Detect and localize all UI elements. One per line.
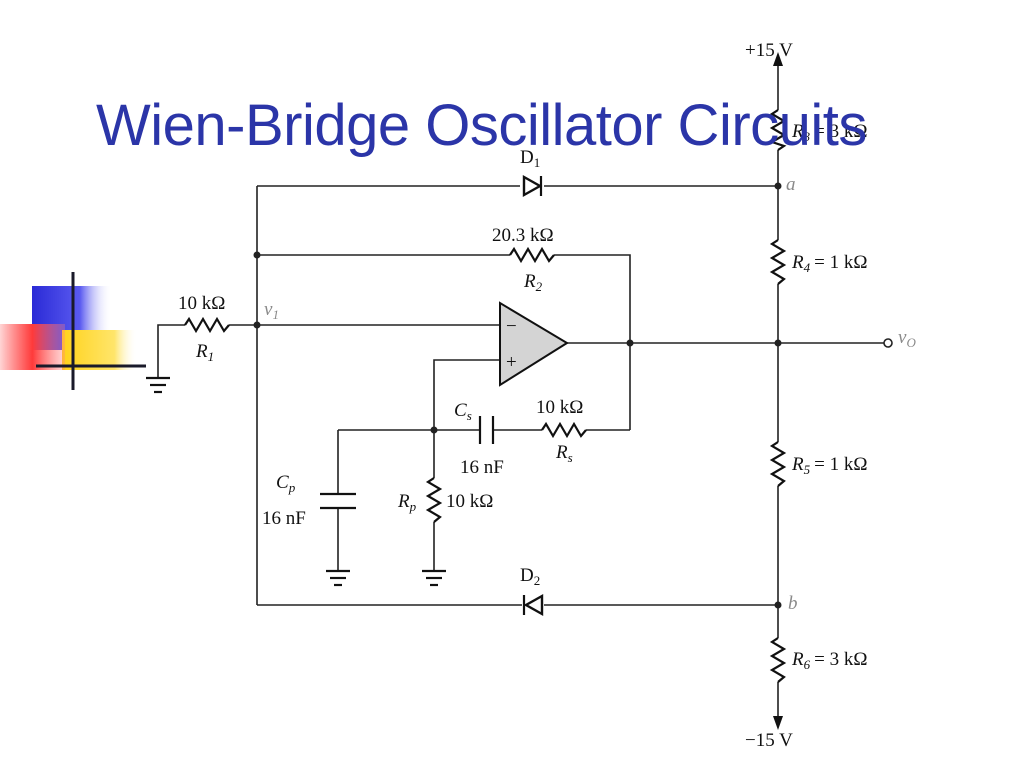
r4-label: R4= 1 kΩ [791, 252, 867, 275]
r3-resistor [769, 109, 787, 151]
r5-label: R5= 1 kΩ [791, 454, 867, 477]
ground-symbol-r1 [146, 376, 170, 394]
cs-capacitor [478, 416, 495, 444]
slide-title: Wien-Bridge Oscillator Circuits [96, 93, 867, 158]
rp-label: Rp [397, 491, 417, 514]
d1-label: D1 [520, 147, 540, 170]
cp-label: Cp [276, 472, 296, 495]
node-v1-label: v1 [264, 299, 279, 322]
rs-resistor [541, 421, 587, 439]
supply-neg-arrow [773, 716, 783, 730]
ground-symbol-cp [326, 569, 350, 587]
supply-pos-label: +15 V [745, 40, 793, 61]
rp-resistor [425, 477, 443, 523]
node-a-label: a [786, 174, 796, 195]
r5-resistor [769, 441, 787, 487]
opamp-triangle [499, 301, 569, 387]
supply-neg-label: −15 V [745, 730, 793, 751]
r6-resistor [769, 637, 787, 683]
supply-pos-arrow [773, 52, 783, 66]
d2-diode [522, 593, 544, 617]
r1-value: 10 kΩ [178, 293, 225, 314]
d2-label: D2 [520, 565, 540, 588]
deco-red-square [0, 324, 65, 370]
r1-resistor [184, 316, 230, 334]
r1-label: R1 [195, 341, 214, 364]
r2-value: 20.3 kΩ [492, 225, 554, 246]
opamp-minus-sign: − [506, 316, 517, 337]
rs-value: 10 kΩ [536, 397, 583, 418]
node-vo-label: vO [898, 327, 916, 350]
ground-symbol-rp [422, 569, 446, 587]
cp-capacitor [320, 492, 356, 510]
rp-value: 10 kΩ [446, 491, 493, 512]
cp-value: 16 nF [262, 508, 306, 529]
r2-resistor [509, 246, 555, 264]
r6-label: R6= 3 kΩ [791, 649, 867, 672]
cs-label: Cs [454, 400, 472, 423]
node-b-label: b [788, 593, 798, 614]
vo-terminal [883, 338, 893, 348]
opamp-plus-sign: + [506, 352, 517, 373]
cs-value: 16 nF [460, 457, 504, 478]
r2-label: R2 [523, 271, 543, 294]
r3-label: R3= 3 kΩ [791, 121, 867, 144]
slide-decoration [0, 272, 146, 390]
junction-dots [253, 182, 782, 609]
rs-label: Rs [555, 442, 573, 465]
d1-diode [522, 174, 543, 198]
r4-resistor [769, 239, 787, 285]
